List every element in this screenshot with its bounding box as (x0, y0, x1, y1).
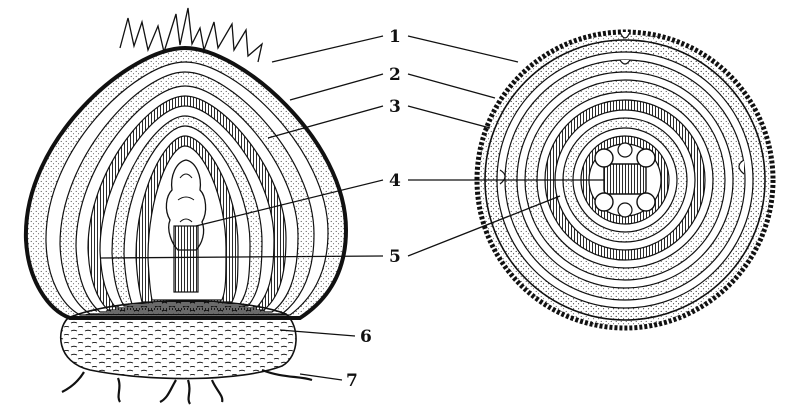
leader-1-right (408, 36, 518, 62)
stem-axis (174, 226, 198, 292)
leader-2-left (290, 74, 383, 100)
label-3: 3 (389, 97, 401, 117)
label-2: 2 (389, 65, 401, 85)
basal-plate (61, 301, 296, 379)
leader-3-right (408, 106, 490, 128)
label-7: 7 (346, 371, 358, 391)
longitudinal-section (26, 8, 346, 404)
label-6: 6 (360, 327, 372, 347)
label-1: 1 (389, 27, 401, 47)
leader-2-right (408, 74, 495, 98)
label-5: 5 (389, 247, 401, 267)
leader-1-left (272, 36, 383, 62)
label-4: 4 (389, 171, 401, 191)
